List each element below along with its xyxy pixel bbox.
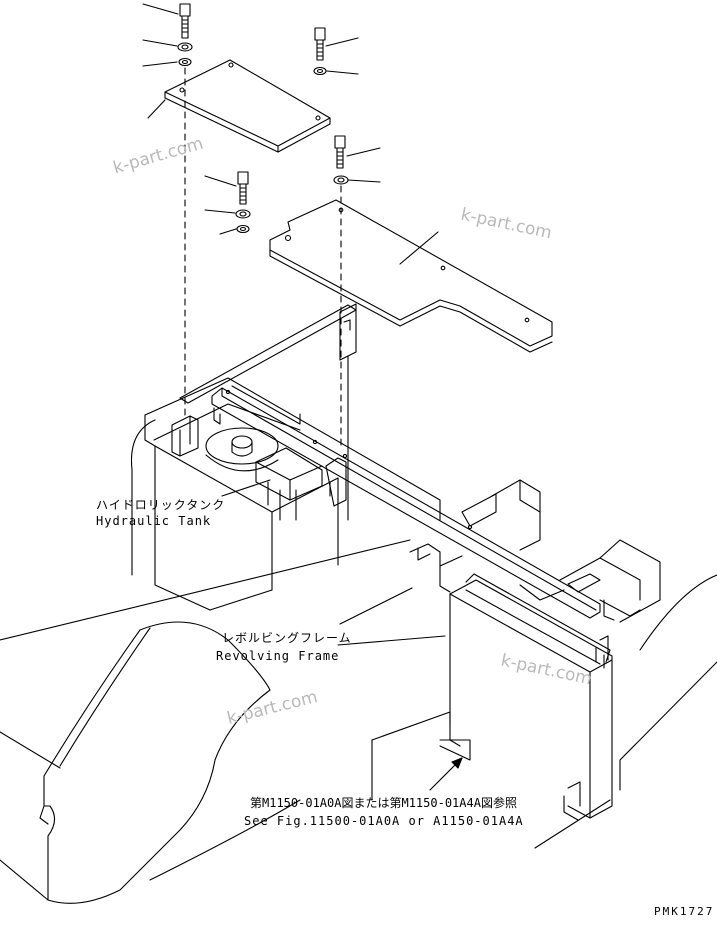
bolt-stack-right-top bbox=[313, 27, 359, 76]
large-cover-plate bbox=[269, 199, 553, 353]
enclosure-box bbox=[409, 543, 613, 821]
bolt-stack-left-mid bbox=[204, 171, 251, 235]
hydraulic-tank-label-en: Hydraulic Tank bbox=[96, 514, 212, 528]
bolt-stack-right-mid bbox=[333, 135, 381, 185]
right-machinery bbox=[461, 479, 717, 651]
small-cover-plate bbox=[147, 59, 331, 153]
figure-reference-jp: 第M1150-01A0A図または第M1150-01A4A図参照 bbox=[250, 796, 517, 810]
revolving-frame-label-jp: レボルビングフレーム bbox=[222, 631, 352, 645]
label-leaders bbox=[221, 479, 463, 791]
hydraulic-tank bbox=[130, 303, 601, 619]
bolt-stack-left-top bbox=[142, 3, 193, 67]
drawing-code: PMK1727 bbox=[654, 905, 715, 918]
figure-reference-en: See Fig.11500-01A0A or A1150-01A4A bbox=[244, 814, 524, 828]
revolving-frame bbox=[0, 539, 717, 904]
hydraulic-tank-label-jp: ハイドロリックタンク bbox=[96, 498, 226, 512]
revolving-frame-label-en: Revolving Frame bbox=[216, 649, 340, 663]
